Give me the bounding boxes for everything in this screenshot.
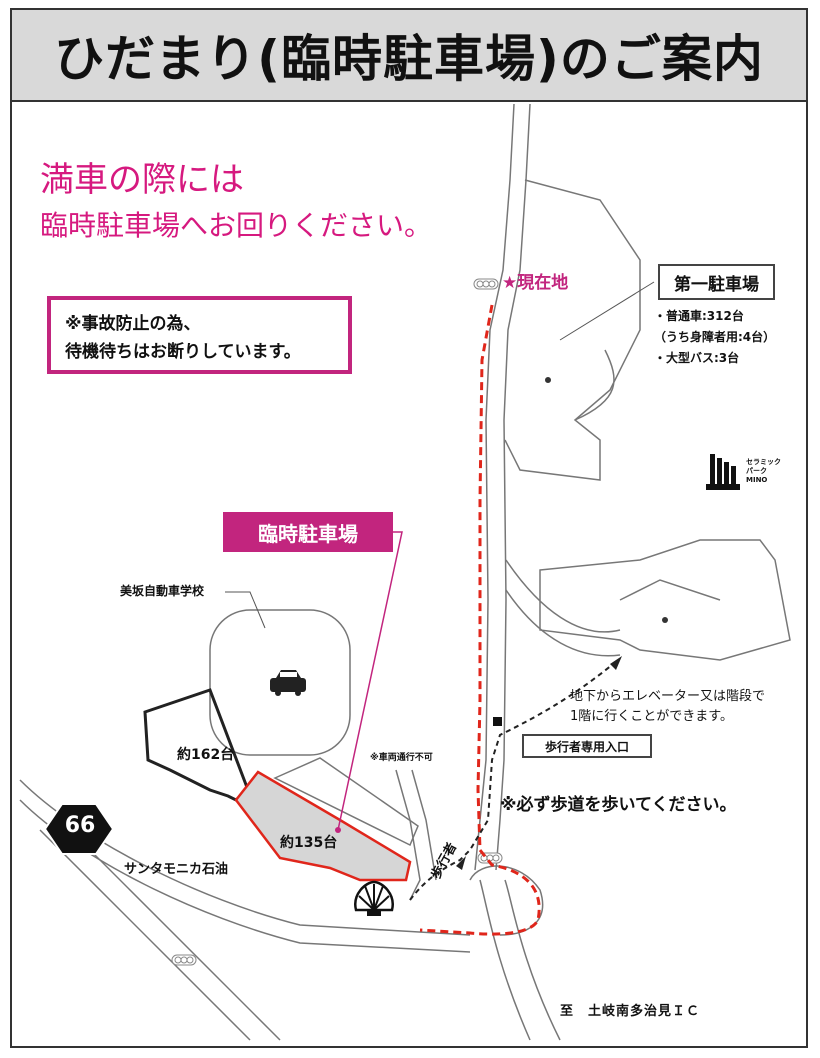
notice-line-1: 満車の際には [40, 160, 244, 200]
traffic-light-icon [473, 278, 499, 290]
warning-box: ※事故防止の為、 待機待ちはお断りしています。 [47, 296, 352, 374]
vehicle-route [419, 304, 541, 936]
ceramic-park-logo-icon [706, 454, 740, 490]
shell-logo-icon [354, 880, 394, 916]
pedestrian-entrance-label: 歩行者専用入口 [522, 734, 652, 758]
current-location-label: ★現在地 [502, 273, 569, 293]
school-lot [209, 609, 351, 756]
parking1-label: 第一駐車場 [658, 264, 775, 300]
school-label: 美坂自動車学校 [120, 584, 205, 598]
traffic-light-icon [171, 954, 197, 966]
map [19, 103, 791, 1041]
gas-station-label: サンタモニカ石油 [124, 862, 229, 877]
temp-parking-label: 臨時駐車場 [223, 512, 393, 552]
car-icon [270, 670, 306, 696]
warning-line-1: ※事故防止の為、 [65, 314, 201, 334]
notice-line-2: 臨時駐車場へお回りください。 [40, 209, 433, 242]
lot-162 [143, 688, 250, 802]
main-road [474, 103, 515, 871]
sidewalk-note: ※必ず歩道を歩いてください。 [500, 795, 737, 815]
lot-135 [234, 770, 412, 882]
page-header: ひだまり(臨時駐車場)のご案内 [10, 8, 808, 102]
elevator-note: 地下からエレベーター又は階段で 1階に行くことができます。 [570, 689, 766, 724]
parking1-outline [504, 179, 641, 481]
capacity-162-label: 約162台 [177, 747, 235, 763]
route-shield-icon [43, 803, 115, 855]
page-title: ひだまり(臨時駐車場)のご案内 [54, 30, 764, 88]
logo-text: セラミック パーク MINO [746, 458, 781, 484]
route-number: 66 [64, 813, 96, 838]
parking1-info: ・普通車:312台 （うち身障者用:4台） ・大型バス:3台 [654, 309, 776, 365]
pedestrian-route [409, 659, 619, 901]
capacity-135-label: 約135台 [280, 835, 338, 851]
warning-line-2: 待機待ちはお断りしています。 [65, 342, 301, 362]
to-ic-label: 至 土岐南多治見ＩＣ [560, 1004, 701, 1019]
no-vehicles-note: ※車両通行不可 [370, 753, 433, 763]
